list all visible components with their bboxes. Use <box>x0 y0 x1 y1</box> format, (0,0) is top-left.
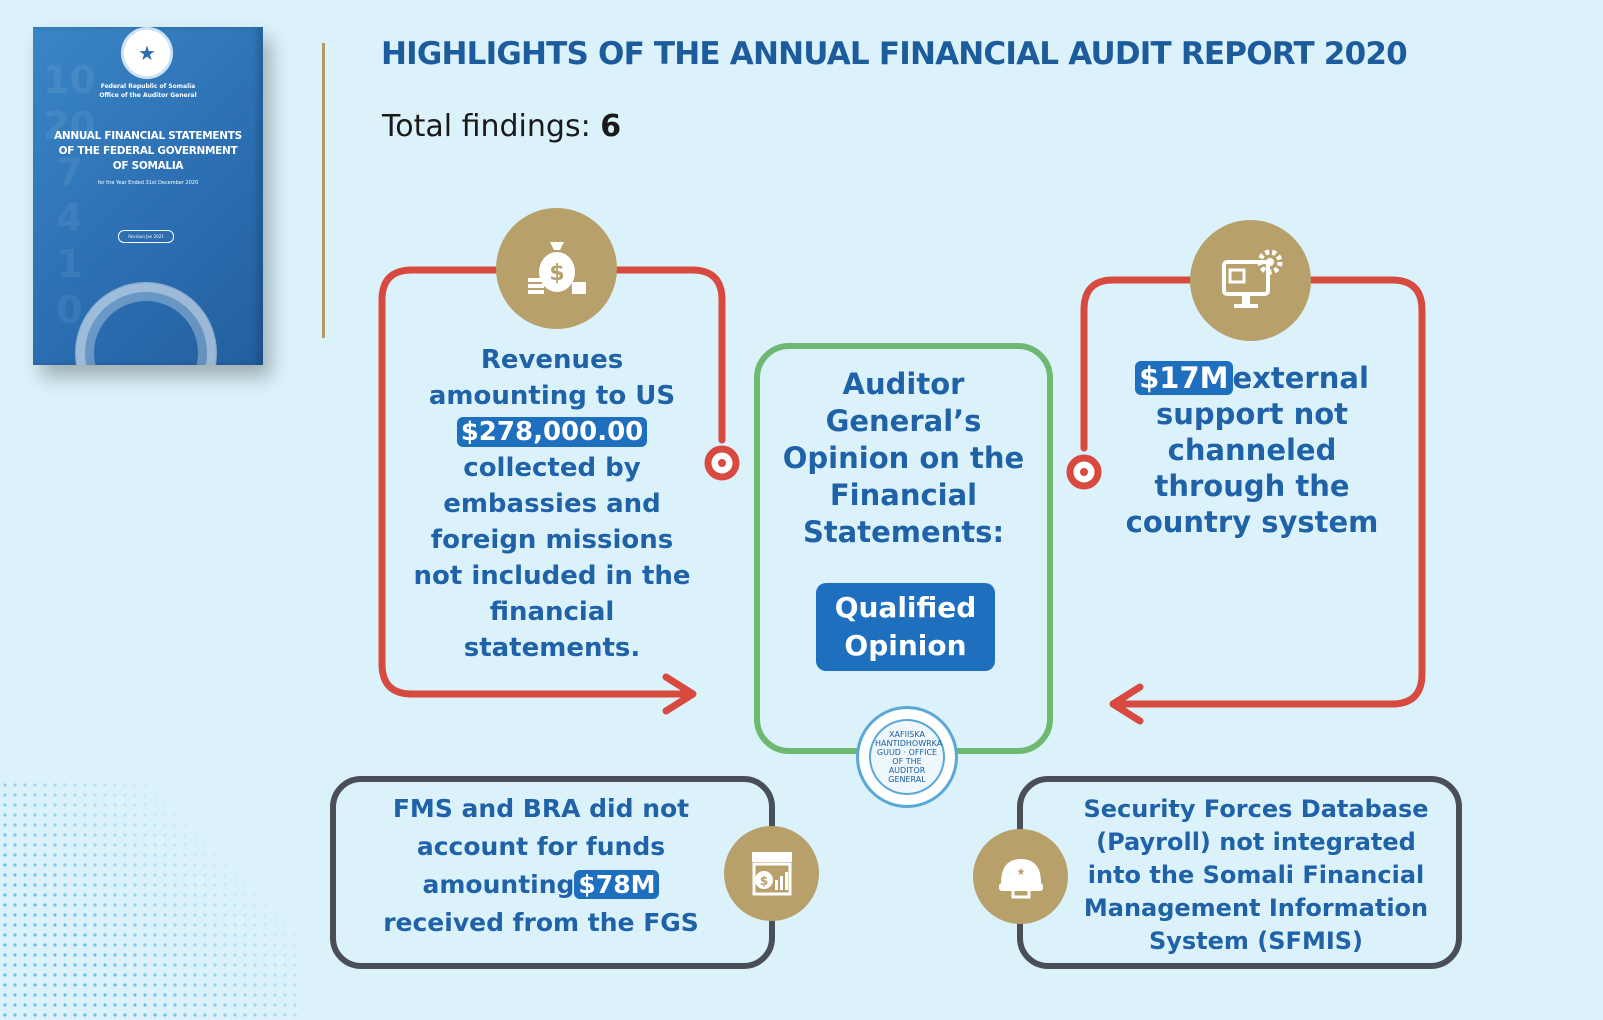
cover-subtitle: for the Year Ended 31st December 2020 <box>97 180 199 186</box>
total-findings: Total findings: 6 <box>382 109 621 144</box>
cover-title: ANNUAL FINANCIAL STATEMENTS OF THE FEDER… <box>54 130 242 172</box>
shop-finance-icon: $ <box>724 826 819 921</box>
divider-line <box>322 43 325 338</box>
total-findings-label: Total findings: <box>382 109 591 144</box>
helmet-icon: ★ <box>973 829 1068 924</box>
fms-amount-highlight: $78M <box>574 870 660 899</box>
security-finding: Security Forces Database (Payroll) not i… <box>1083 795 1429 955</box>
coat-of-arms-icon: ★ <box>121 27 173 79</box>
money-bag-icon: $ <box>496 208 617 329</box>
external-amount-highlight: $17M <box>1135 361 1233 395</box>
opinion-finding: Auditor General’s Opinion on the Financi… <box>782 367 1025 549</box>
svg-text:★: ★ <box>1016 867 1025 878</box>
svg-text:$: $ <box>759 874 767 888</box>
svg-text:$: $ <box>549 261 564 286</box>
revenues-amount-highlight: $278,000.00 <box>456 417 648 447</box>
page-title: HIGHLIGHTS OF THE ANNUAL FINANCIAL AUDIT… <box>381 36 1408 72</box>
qualified-opinion-badge: Qualified Opinion <box>816 583 995 671</box>
computer-gear-icon <box>1190 220 1311 341</box>
auditor-general-emblem: XAFIISKA HANTIDHOWRKA GUUD · OFFICE OF T… <box>856 706 958 808</box>
cover-pill: Revision Jan 2021 <box>118 230 174 243</box>
left-loop-arrow <box>662 673 697 715</box>
dot-pattern-decoration <box>0 780 300 1020</box>
fms-finding: FMS and BRA did not account for funds am… <box>383 794 699 937</box>
right-loop-line <box>1080 276 1204 452</box>
left-loop-line <box>378 266 694 698</box>
cover-organization: Federal Republic of Somalia Office of th… <box>99 83 197 99</box>
revenues-finding: Revenues amounting to US $278,000.00 col… <box>413 345 691 663</box>
right-loop-arrow <box>1109 683 1144 725</box>
total-findings-value: 6 <box>600 109 622 144</box>
